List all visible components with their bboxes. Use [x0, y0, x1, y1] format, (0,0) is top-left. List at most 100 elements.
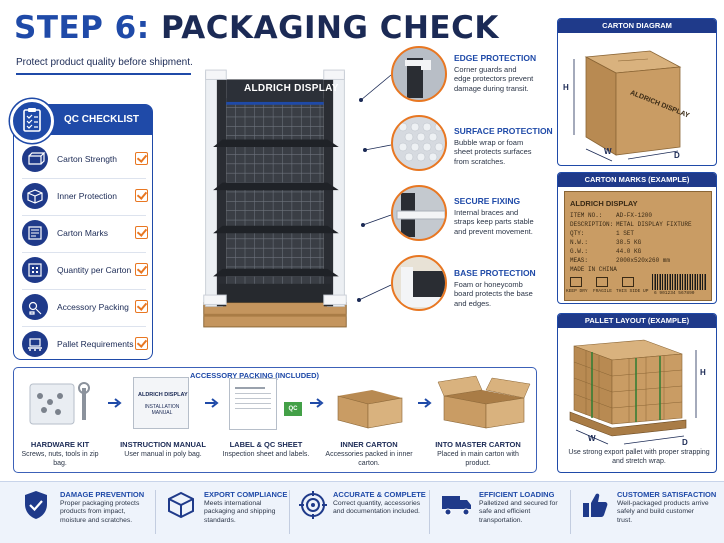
carton-marks-panel: CARTON MARKS (EXAMPLE) ALDRICH DISPLAY I… [557, 172, 717, 304]
inner-carton-image [337, 390, 403, 429]
qc-item-label: Inner Protection [57, 191, 118, 201]
clipboard-icon [10, 99, 54, 143]
base-protection-image [391, 255, 447, 311]
qc-item-inner-protection[interactable]: Inner Protection [22, 180, 148, 214]
benefit-title: EFFICIENT LOADING [479, 490, 555, 499]
qc-item-label: Accessory Packing [57, 302, 129, 312]
benefit-divider [289, 490, 290, 534]
callout-title: EDGE PROTECTION [454, 53, 537, 63]
pallet-layout-title: PALLET LAYOUT (EXAMPLE) [558, 314, 716, 328]
qc-item-quantity-per-carton[interactable]: Quantity per Carton [22, 254, 148, 288]
callout-text: Bubble wrap or foam sheet protects surfa… [454, 138, 532, 166]
keep-dry-icon [570, 277, 582, 287]
marks-value: 1 SET [616, 230, 635, 237]
checkbox-checked[interactable] [135, 337, 148, 350]
qc-item-carton-marks[interactable]: Carton Marks [22, 217, 148, 251]
box-icon [168, 491, 194, 519]
edge-protection-image [391, 46, 447, 102]
barcode [652, 274, 706, 290]
accessory-item-text: Screws, nuts, tools in zip bag. [21, 451, 99, 467]
page-title: STEP 6: PACKAGING CHECK [14, 10, 499, 46]
symbol-label: THIS SIDE UP [616, 289, 649, 294]
qc-item-pallet-requirements[interactable]: Pallet Requirements [22, 328, 148, 362]
benefit-divider [570, 490, 571, 534]
carton-width-label: W [604, 147, 612, 156]
pallet-illustration [569, 339, 697, 445]
accessory-icon [22, 294, 48, 320]
accessory-item-label: INTO MASTER CARTON [435, 440, 521, 449]
marks-value: 38.5 KG [616, 239, 642, 246]
benefit-text: Meets international packaging and shippi… [204, 500, 276, 524]
shield-check-icon [25, 491, 47, 519]
callout-title: SECURE FIXING [454, 196, 521, 206]
benefit-text: Well-packaged products arrive safely and… [617, 500, 709, 524]
qc-divider [22, 326, 146, 327]
accessory-item-text: Placed in main carton with product. [437, 451, 519, 467]
benefit-title: CUSTOMER SATISFACTION [617, 490, 717, 499]
accessory-item-label: LABEL & QC SHEET [229, 440, 303, 449]
quantity-icon [22, 257, 48, 283]
checkbox-checked[interactable] [135, 300, 148, 313]
benefit-divider [155, 490, 156, 534]
checkbox-checked[interactable] [135, 189, 148, 202]
this-side-up-icon [622, 277, 634, 287]
accessory-packing-title: ACCESSORY PACKING (INCLUDED) [190, 371, 320, 380]
carton-depth-label: D [674, 151, 680, 160]
callout-connectors [357, 74, 392, 302]
marks-key: ITEM NO.: [570, 212, 603, 219]
pallet-caption: Use strong export pallet with proper str… [568, 449, 710, 465]
manual-cover-title: INSTALLATION MANUAL [144, 404, 180, 416]
arrow-right-icon [205, 398, 219, 408]
qc-divider [22, 215, 146, 216]
accessory-item-label: INNER CARTON [340, 440, 398, 449]
marks-value: 2000x520x260 mm [616, 257, 671, 264]
page-subtitle: Protect product quality before shipment. [16, 57, 193, 68]
symbol-label: FRAGILE [593, 289, 612, 294]
subtitle-underline [16, 73, 191, 75]
accessory-item-label: INSTRUCTION MANUAL [120, 440, 206, 449]
title-step: STEP 6: [14, 10, 150, 46]
instruction-manual-image: ALDRICH DISPLAY INSTALLATION MANUAL [133, 377, 189, 429]
checkbox-checked[interactable] [135, 152, 148, 165]
benefit-title: EXPORT COMPLIANCE [204, 490, 288, 499]
carton-marks-title: CARTON MARKS (EXAMPLE) [558, 173, 716, 187]
benefit-text: Palletized and secured for safe and effi… [479, 500, 558, 524]
marks-key: G.W.: [570, 248, 589, 255]
carton-diagram-title: CARTON DIAGRAM [558, 19, 716, 33]
pallet-icon [22, 331, 48, 357]
qc-divider [22, 289, 146, 290]
hardware-kit-image [29, 382, 90, 425]
benefit-title: DAMAGE PREVENTION [60, 490, 145, 499]
callout-title: SURFACE PROTECTION [454, 126, 553, 136]
checkbox-checked[interactable] [135, 226, 148, 239]
qc-divider [22, 178, 146, 179]
arrow-right-icon [108, 398, 122, 408]
carton-box-illustration [573, 50, 682, 162]
marks-key: MEAS: [570, 257, 589, 264]
benefit-text: Proper packaging protects products from … [60, 500, 140, 524]
master-carton-image [437, 375, 531, 429]
arrow-right-icon [310, 398, 324, 408]
pallet-height-label: H [700, 368, 706, 377]
benefit-text: Correct quantity, accessories and docume… [333, 500, 421, 516]
fragile-icon [596, 277, 608, 287]
marks-origin: MADE IN CHINA [570, 266, 617, 273]
thumbs-up-icon [583, 493, 608, 517]
qc-item-accessory-packing[interactable]: Accessory Packing [22, 291, 148, 325]
callout-text: Corner guards and edge protectors preven… [454, 65, 534, 93]
accessory-item-text: Inspection sheet and labels. [222, 451, 310, 458]
qc-divider [22, 252, 146, 253]
qc-item-label: Carton Strength [57, 154, 118, 164]
accessory-item-label: HARDWARE KIT [30, 440, 90, 449]
marks-icon [22, 220, 48, 246]
pallet-layout-panel: PALLET LAYOUT (EXAMPLE) H W D Use strong… [557, 313, 717, 473]
qc-item-label: Quantity per Carton [57, 265, 132, 275]
checkbox-checked[interactable] [135, 263, 148, 276]
target-icon [299, 491, 327, 519]
benefit-title: ACCURATE & COMPLETE [333, 490, 426, 499]
secure-fixing-image [391, 185, 447, 241]
qc-item-carton-strength[interactable]: Carton Strength [22, 143, 148, 177]
qc-item-label: Pallet Requirements [57, 339, 134, 349]
surface-protection-image [391, 115, 447, 171]
title-main: PACKAGING CHECK [160, 10, 499, 46]
